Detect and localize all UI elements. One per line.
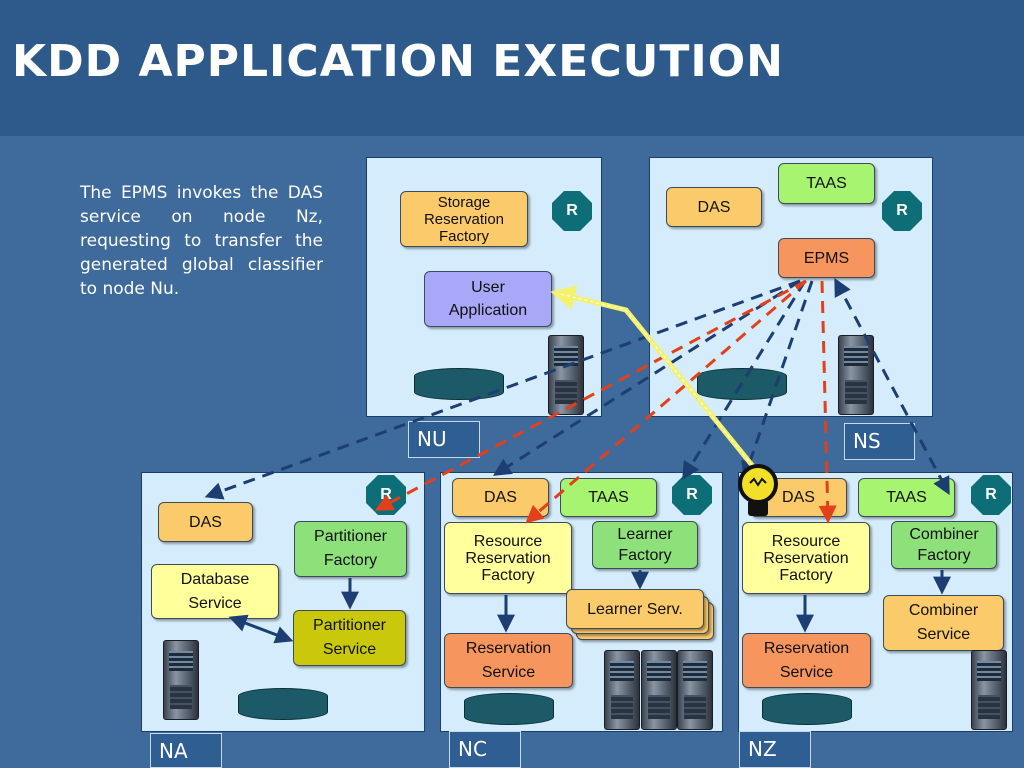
combiner-factory-box: Combiner Factory [891, 521, 997, 569]
node-label-nu: NU [408, 421, 480, 458]
database-service-box: Database Service [151, 564, 279, 619]
header-bar [0, 0, 1024, 136]
r-badge-icon: R [672, 475, 712, 515]
slide-title: KDD APPLICATION EXECUTION [12, 36, 784, 87]
node-label-na: NA [150, 733, 222, 768]
server-icon [548, 335, 584, 415]
resource-reservation-factory-box: Resource Reservation Factory [742, 522, 870, 594]
lightbulb-icon [738, 464, 778, 516]
learner-factory-box: Learner Factory [592, 521, 698, 569]
reservation-service-box: Reservation Service [444, 633, 573, 688]
solid-arrows [228, 570, 951, 644]
epms-box: EPMS [778, 238, 875, 278]
storage-reservation-factory-box: Storage Reservation Factory [400, 191, 528, 247]
r-badge-icon: R [882, 191, 922, 231]
description-text: The EPMS invokes the DAS service on node… [80, 183, 323, 299]
server-icon [604, 650, 640, 730]
taas-box: TAAS [778, 163, 875, 204]
das-box: DAS [666, 187, 762, 227]
user-application-box: User Application [424, 271, 552, 327]
transfer-arrow [550, 285, 758, 472]
learner-service-box: Learner Serv. [566, 589, 704, 629]
dashed-red-arrows [374, 279, 837, 524]
combiner-service-box: Combiner Service [883, 595, 1004, 651]
disk-icon [762, 693, 852, 725]
server-icon [641, 650, 677, 730]
partitioner-service-box: Partitioner Service [293, 610, 406, 666]
partitioner-factory-box: Partitioner Factory [294, 521, 407, 577]
server-icon [163, 640, 199, 720]
r-badge-icon: R [971, 475, 1011, 515]
dashed-blue-arrows [204, 277, 950, 500]
disk-icon [464, 693, 554, 725]
taas-box: TAAS [560, 478, 657, 517]
das-box: DAS [158, 502, 253, 542]
disk-icon [238, 688, 328, 720]
reservation-service-box: Reservation Service [742, 633, 871, 688]
server-icon [971, 650, 1007, 730]
resource-reservation-factory-box: Resource Reservation Factory [444, 522, 572, 594]
server-icon [677, 650, 713, 730]
r-badge-icon: R [552, 191, 592, 231]
